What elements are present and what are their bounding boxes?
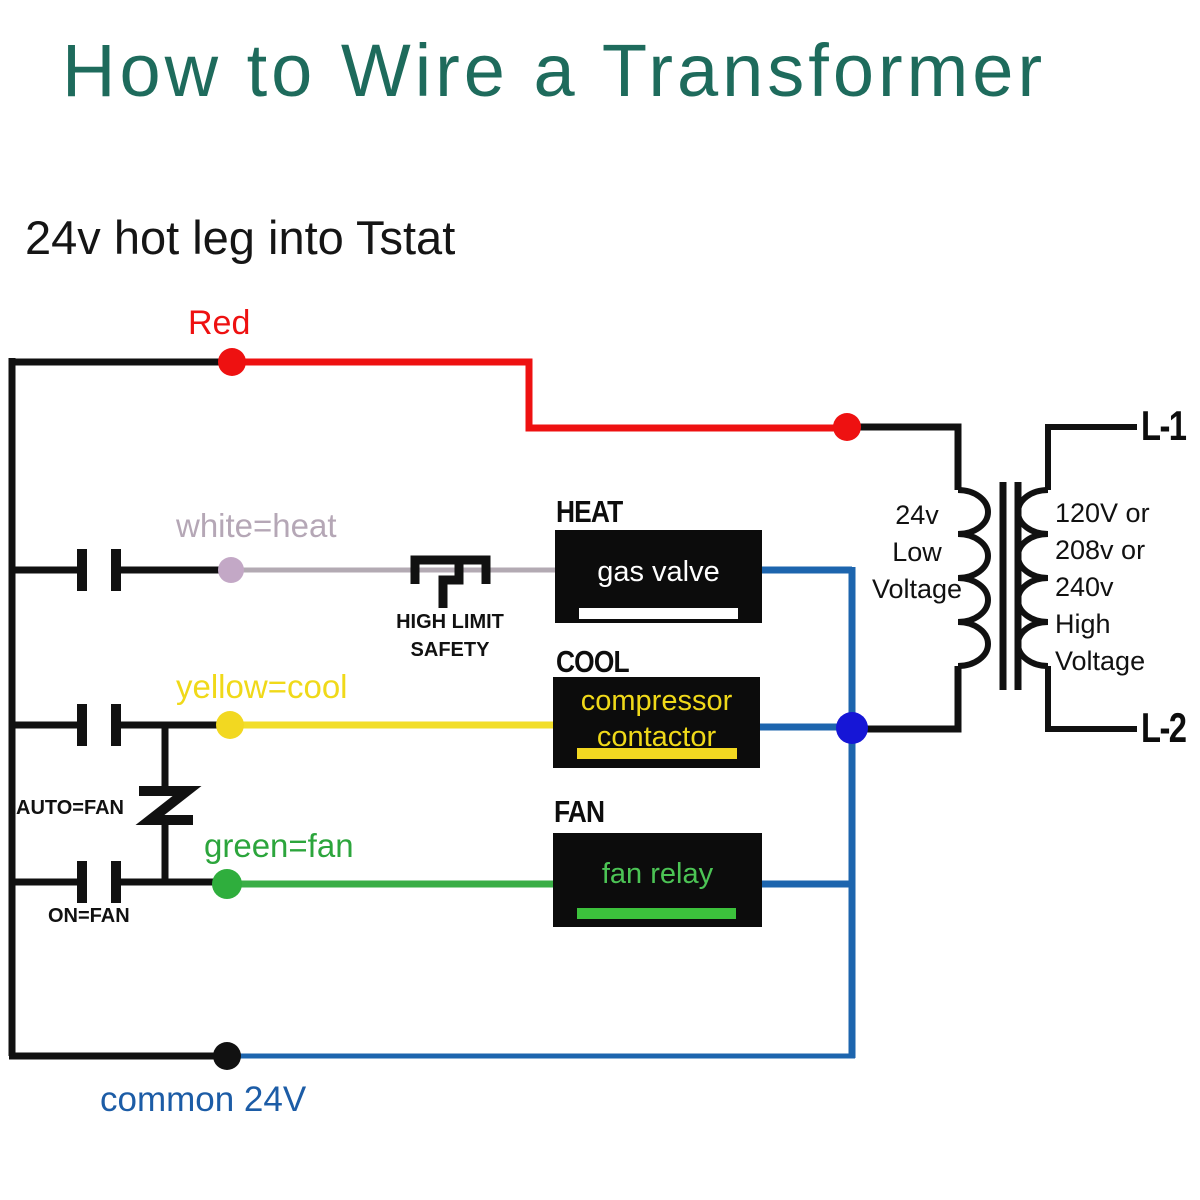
red-wire-label: Red <box>188 304 251 342</box>
transformer-low-winding-icon <box>957 487 991 669</box>
yellow-wire-label: yellow=cool <box>176 668 348 705</box>
on-fan-label: ON=FAN <box>48 905 130 927</box>
common-node <box>213 1042 241 1070</box>
contactor-label: contactor <box>596 721 717 753</box>
subtitle: 24v hot leg into Tstat <box>25 211 456 264</box>
high-limit-switch-step-icon <box>438 556 464 608</box>
high-side-line3: 240v <box>1055 572 1114 602</box>
common-wire-label: common 24V <box>100 1080 307 1119</box>
transformer-low-top-wire <box>845 423 962 490</box>
high-limit-label-line2: SAFETY <box>410 639 490 661</box>
high-side-line5: Voltage <box>1055 646 1146 676</box>
green-node <box>212 869 242 899</box>
heat-box-bar <box>579 608 738 619</box>
fan-relay-label: fan relay <box>601 858 714 890</box>
cool-box-bar <box>577 748 737 759</box>
transformer-low-side-label: 24v Low Voltage <box>860 497 974 608</box>
white-node <box>218 557 244 583</box>
transformer-high-side-label: 120V or 208v or 240v High Voltage <box>1055 495 1150 680</box>
l2-terminal-wire <box>1045 666 1137 732</box>
high-side-line4: High <box>1055 609 1111 639</box>
fan-relay-box: fan relay <box>553 833 762 927</box>
low-side-line1: 24v <box>895 500 939 530</box>
high-limit-label-line1: HIGH LIMIT <box>396 611 504 633</box>
transformer-high-winding-icon <box>1015 487 1049 669</box>
high-side-line2: 208v or <box>1055 535 1146 565</box>
white-wire-label: white=heat <box>176 507 337 544</box>
l1-terminal-wire <box>1045 424 1137 490</box>
high-limit-switch-icon <box>410 555 491 584</box>
high-limit-safety-label: HIGH LIMIT SAFETY <box>375 608 525 664</box>
auto-fan-zigzag-icon <box>135 786 202 825</box>
green-wire-label: green=fan <box>204 827 354 864</box>
low-side-line3: Voltage <box>871 574 963 604</box>
terminal-l1-label: L-1 <box>1141 402 1187 449</box>
fan-box-bar <box>577 908 736 919</box>
blue-node <box>836 712 868 744</box>
red-transformer-node <box>833 413 861 441</box>
yellow-node <box>216 711 244 739</box>
high-side-line1: 120V or <box>1055 498 1150 528</box>
gas-valve-label: gas valve <box>597 556 720 588</box>
fan-heading: FAN <box>554 794 605 829</box>
compressor-label: compressor <box>580 685 733 717</box>
cool-heading: COOL <box>556 644 630 679</box>
auto-fan-label: AUTO=FAN <box>16 797 124 819</box>
heat-gas-valve-box: gas valve <box>555 530 762 623</box>
transformer-low-bottom-wire <box>852 666 962 733</box>
low-side-line2: Low <box>892 537 942 567</box>
page-title: How to Wire a Transformer <box>62 29 1047 112</box>
red-node <box>218 348 246 376</box>
cool-compressor-contactor-box: compressor contactor <box>553 677 760 768</box>
red-wire <box>232 358 845 432</box>
terminal-l2-label: L-2 <box>1141 704 1187 751</box>
heat-heading: HEAT <box>556 494 623 529</box>
